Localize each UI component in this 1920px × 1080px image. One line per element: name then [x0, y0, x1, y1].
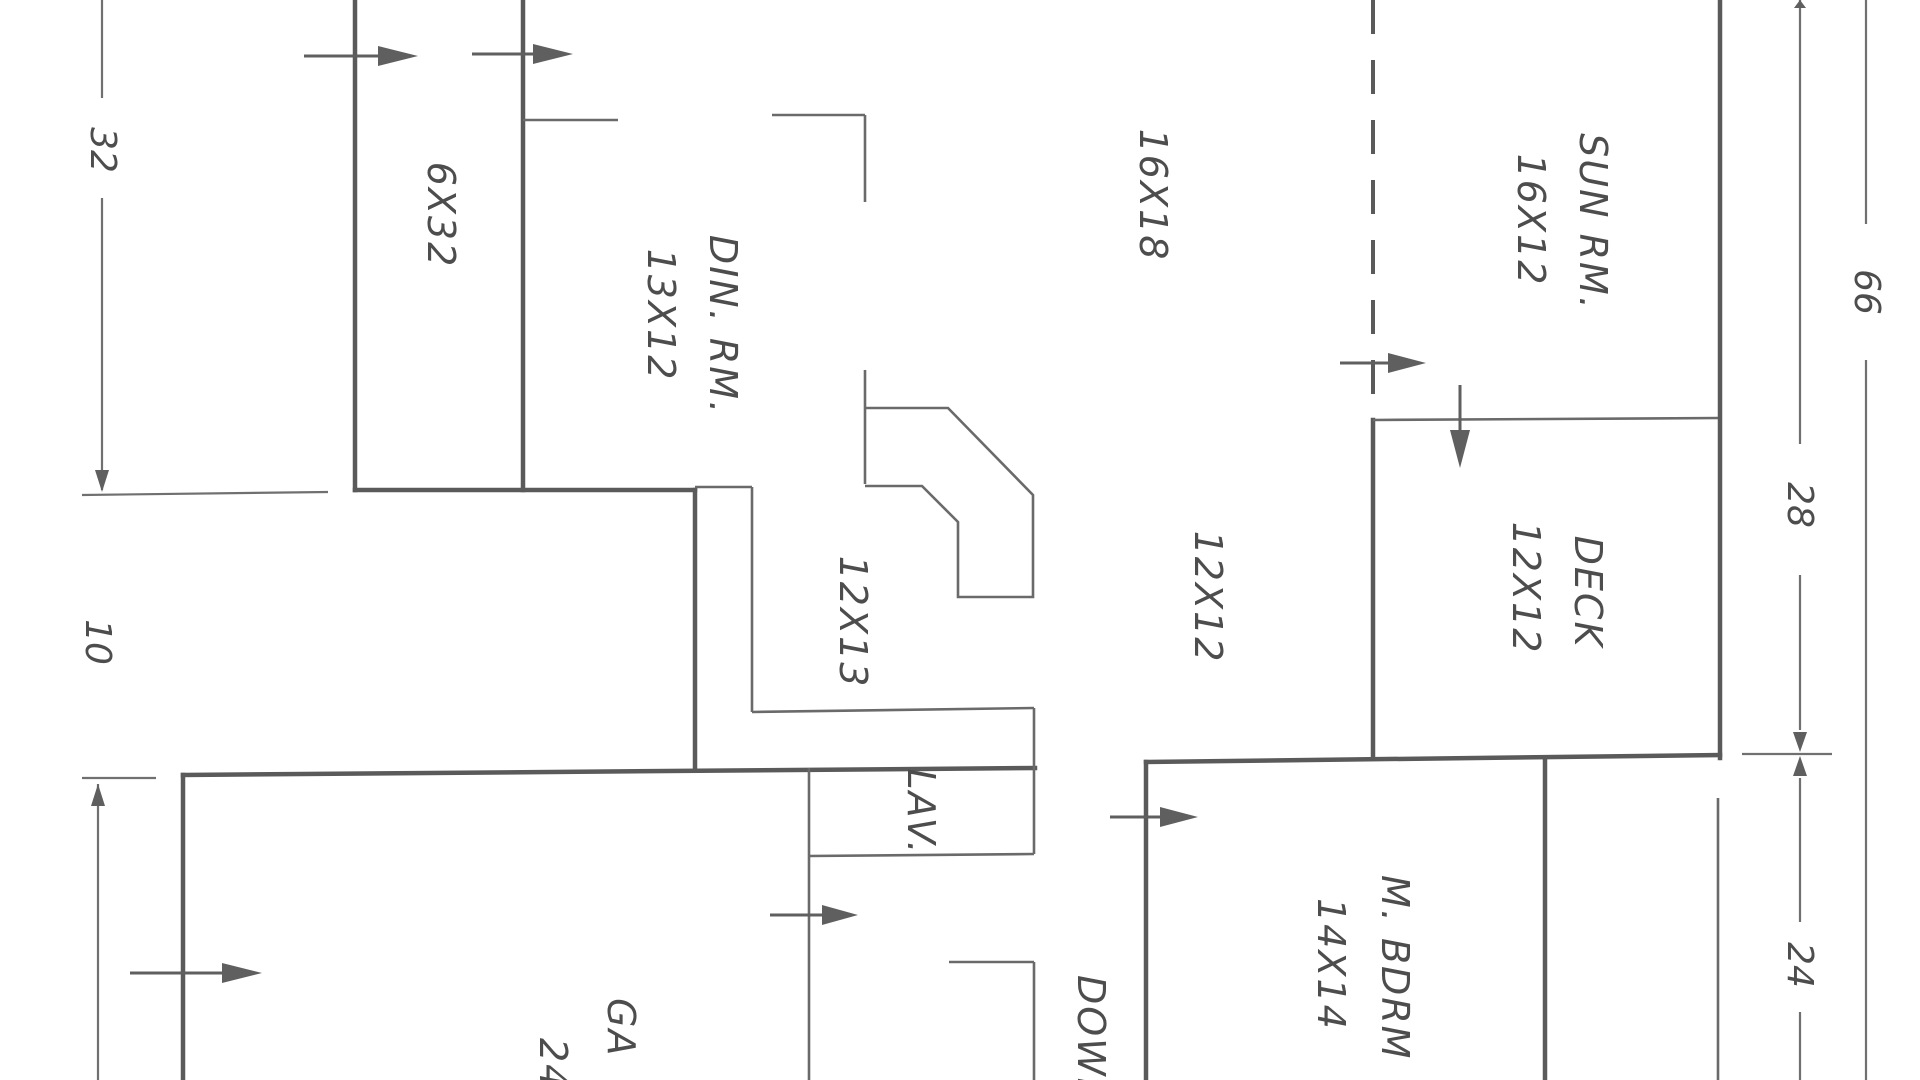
- dimension-10-label: 10: [77, 619, 118, 665]
- garage-size-label: 24: [531, 1038, 575, 1080]
- dimension-lines: [81, 0, 1868, 1080]
- master-bedroom-name-label: M. BDRM: [1373, 875, 1417, 1060]
- walls: [180, 0, 1723, 1080]
- stairs-down-label: DOWN: [1069, 975, 1113, 1080]
- door-arrows: [130, 44, 1470, 983]
- kitchen-size-label: 12X13: [831, 556, 875, 689]
- master-bedroom-size-label: 14X14: [1309, 898, 1353, 1031]
- lav-label: LAV.: [899, 769, 943, 856]
- sun-room-name-label: SUN RM.: [1571, 133, 1615, 311]
- dining-room-size-label: 13X12: [639, 249, 683, 382]
- dining-room-name-label: DIN. RM.: [701, 235, 745, 415]
- dimension-66-label: 66: [1846, 269, 1887, 315]
- living-room-size-label: 16X18: [1131, 129, 1175, 262]
- dimension-24-label: 24: [1779, 942, 1820, 988]
- garage-name-label: GA: [599, 998, 643, 1057]
- deck-name-label: DECK: [1566, 536, 1610, 650]
- deck-size-label: 12X12: [1504, 522, 1548, 655]
- sun-room-size-label: 16X12: [1509, 154, 1553, 287]
- dimension-28-label: 28: [1779, 482, 1820, 528]
- hall-size-label: 6X32: [419, 162, 463, 269]
- family-room-size-label: 12X12: [1186, 531, 1230, 664]
- dimension-32-label: 32: [82, 127, 123, 173]
